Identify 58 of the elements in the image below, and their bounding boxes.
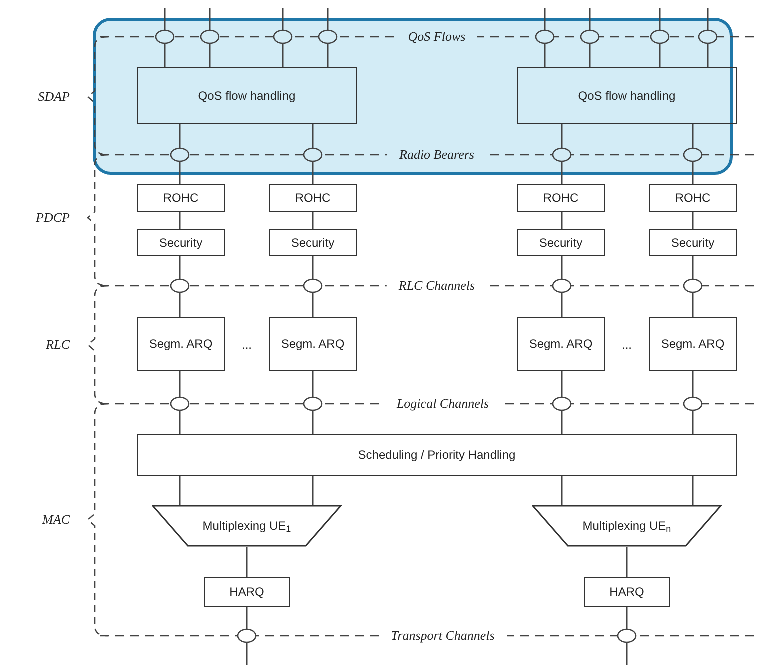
- process-box: Security: [137, 229, 225, 256]
- connector-line: [179, 212, 181, 229]
- channel-label: Logical Channels: [384, 396, 502, 412]
- connector-line: [246, 607, 248, 665]
- process-box: QoS flow handling: [517, 67, 737, 124]
- connector-line: [561, 371, 563, 434]
- connector-line: [179, 371, 181, 434]
- connector-line: [692, 476, 694, 505]
- connector-line: [312, 476, 314, 505]
- connector-line: [312, 371, 314, 434]
- connector-line: [692, 124, 694, 184]
- connector-line: [626, 607, 628, 665]
- process-box: HARQ: [584, 577, 670, 607]
- layer-label: RLC: [46, 337, 70, 353]
- process-box: Scheduling / Priority Handling: [137, 434, 737, 476]
- process-box: ROHC: [649, 184, 737, 212]
- connector-line: [327, 8, 329, 67]
- connector-line: [707, 8, 709, 67]
- multiplexer-trapezoid: Multiplexing UE$_{1}$: [152, 505, 342, 547]
- process-box: Segm. ARQ: [269, 317, 357, 371]
- ellipsis-text: ...: [242, 338, 252, 352]
- connector-line: [561, 212, 563, 229]
- process-box: Security: [269, 229, 357, 256]
- process-box: ROHC: [137, 184, 225, 212]
- process-box: Security: [517, 229, 605, 256]
- connector-line: [692, 256, 694, 317]
- process-box: QoS flow handling: [137, 67, 357, 124]
- connector-line: [164, 8, 166, 67]
- layer-label: MAC: [42, 512, 70, 528]
- connector-line: [312, 124, 314, 184]
- connector-line: [561, 124, 563, 184]
- connector-line: [246, 547, 248, 577]
- layer-label: PDCP: [36, 210, 70, 226]
- process-box: Segm. ARQ: [649, 317, 737, 371]
- connector-line: [312, 256, 314, 317]
- layer-label: SDAP: [38, 89, 70, 105]
- connector-line: [589, 8, 591, 67]
- connector-line: [179, 256, 181, 317]
- connector-line: [544, 8, 546, 67]
- connector-line: [312, 212, 314, 229]
- process-box: HARQ: [204, 577, 290, 607]
- connector-line: [561, 476, 563, 505]
- process-box: Security: [649, 229, 737, 256]
- ellipsis-text: ...: [622, 338, 632, 352]
- connector-line: [209, 8, 211, 67]
- process-box: Segm. ARQ: [137, 317, 225, 371]
- process-box: ROHC: [269, 184, 357, 212]
- connector-line: [179, 124, 181, 184]
- connector-line: [659, 8, 661, 67]
- connector-line: [626, 547, 628, 577]
- connector-line: [179, 476, 181, 505]
- process-box: ROHC: [517, 184, 605, 212]
- process-box: Segm. ARQ: [517, 317, 605, 371]
- connector-line: [692, 371, 694, 434]
- multiplexer-trapezoid: Multiplexing UE$_{n}$: [532, 505, 722, 547]
- connector-line: [561, 256, 563, 317]
- connector-line: [282, 8, 284, 67]
- connector-line: [692, 212, 694, 229]
